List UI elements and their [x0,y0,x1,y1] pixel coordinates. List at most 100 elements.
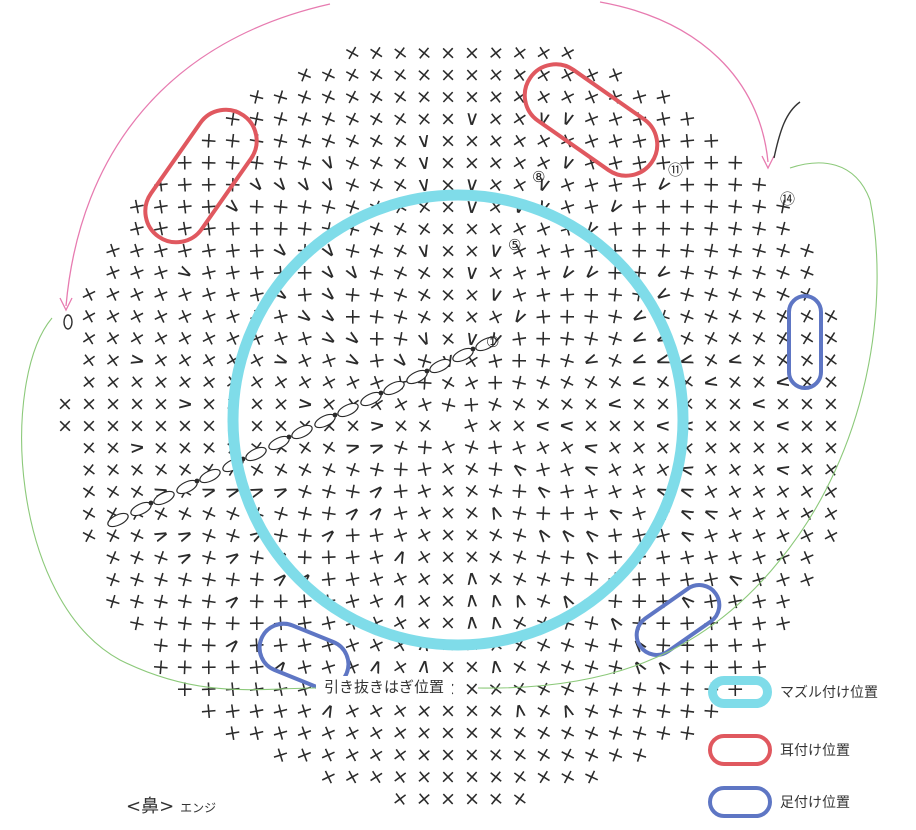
stitch-symbol: ∨ [365,654,386,681]
stitch-symbol: × [580,418,603,435]
stitch-symbol: × [149,373,173,392]
stitch-symbol: × [602,480,629,504]
stitch-symbol: × [746,546,773,570]
stitch-symbol: × [77,351,101,370]
stitch-symbol: × [366,698,387,723]
stitch-symbol: × [439,568,456,591]
stitch-symbol: × [171,610,198,636]
stitch-symbol: × [487,765,505,789]
stitch-symbol: × [195,149,222,176]
stitch-symbol: × [580,764,603,790]
leg-position-bottom-left [257,621,351,691]
stitch-symbol: × [462,479,482,504]
start-chain-loop [63,314,73,330]
stitch-symbol: × [746,260,773,284]
stitch-symbol: × [531,544,556,571]
stitch-symbol: × [147,589,174,614]
stitch-symbol: × [487,63,505,87]
stitch-symbol: × [578,326,605,351]
stitch-symbol: × [341,698,363,724]
stitch-symbol: × [365,150,387,176]
stitch-symbol: × [244,720,269,747]
stitch-symbol: × [507,500,532,527]
stitch-symbol: × [698,171,725,198]
stitch-symbol: × [219,523,246,547]
stitch-symbol: ∨ [464,259,481,284]
chain-stitch [337,402,359,418]
stitch-symbol: × [603,676,628,703]
stitch-symbol: × [439,305,457,328]
stitch-symbol: × [389,566,411,592]
stitch-symbol: × [464,788,481,811]
stitch-symbol: × [580,698,604,725]
stitch-symbol: × [819,328,844,348]
stitch-symbol: × [391,787,410,811]
stitch-symbol: × [390,172,411,197]
stitch-symbol: ∨ [314,523,342,550]
stitch-symbol: × [172,503,198,525]
stitch-symbol: × [508,238,530,264]
stitch-symbol: × [556,632,580,659]
stitch-symbol: ∨ [652,418,676,433]
stitch-symbol: × [389,260,412,286]
stitch-symbol: × [487,41,505,64]
stitch-symbol: × [530,371,557,395]
stitch-symbol: × [463,217,480,240]
stitch-symbol: × [198,418,220,434]
stitch-symbol: × [101,482,126,502]
stitch-symbol: × [440,744,457,766]
stitch-symbol: × [220,305,247,329]
stitch-symbol: × [171,654,198,681]
stitch-symbol: × [482,393,508,416]
stitch-symbol: × [365,632,387,658]
stitch-symbol: × [440,42,456,64]
stitch-symbol: × [484,304,506,330]
stitch-symbol: ∨ [699,373,725,391]
stitch-symbol: × [533,654,555,680]
stitch-symbol: × [100,305,126,327]
chain-stitch [107,512,129,528]
stitch-symbol: ∨ [362,437,389,459]
stitch-symbol: × [150,396,173,413]
stitch-symbol: × [341,84,363,110]
stitch-symbol: × [78,418,100,434]
stitch-symbol: × [173,460,198,480]
stitch-symbol: × [747,439,770,457]
stitch-symbol: ∨ [362,479,390,506]
stitch-symbol: × [390,216,412,242]
stitch-symbol: × [746,503,772,525]
stitch-symbol: × [746,567,773,591]
slip-stitch-dot [470,346,476,352]
stitch-symbol: × [531,394,556,414]
stitch-symbol: × [390,743,409,767]
stitch-symbol: × [195,545,222,570]
stitch-symbol: ∨ [363,418,388,434]
stitch-symbol: × [365,216,388,242]
stitch-symbol: × [724,418,746,434]
stitch-symbol: × [746,611,773,637]
stitch-symbol: × [125,373,149,391]
stitch-symbol: × [99,238,126,262]
stitch-symbol: × [147,194,174,220]
stitch-symbol: × [534,40,554,65]
stitch-symbol: ∨ [578,459,606,481]
stitch-symbol: × [602,522,629,548]
nose-heading: <鼻> [126,796,175,817]
stitch-symbol: × [390,129,410,154]
stitch-symbol: × [819,460,843,479]
stitch-symbol: × [770,261,797,285]
stitch-symbol: × [54,396,77,413]
stitch-symbol: × [507,417,530,435]
legend-item-muzzle: マズル付け位置 [708,676,878,708]
stitch-symbol: ∨ [194,482,221,503]
stitch-symbol: ∨ [486,589,505,615]
stitch-symbol: ∨ [674,481,701,502]
stitch-symbol: × [532,588,556,615]
stitch-symbol: × [293,438,318,458]
stitch-symbol: × [341,742,363,768]
stitch-symbol: × [818,525,844,547]
stitch-symbol: × [414,260,434,285]
stitch-symbol: × [746,238,773,263]
stitch-symbol: × [510,787,529,811]
stitch-symbol: × [818,306,844,327]
